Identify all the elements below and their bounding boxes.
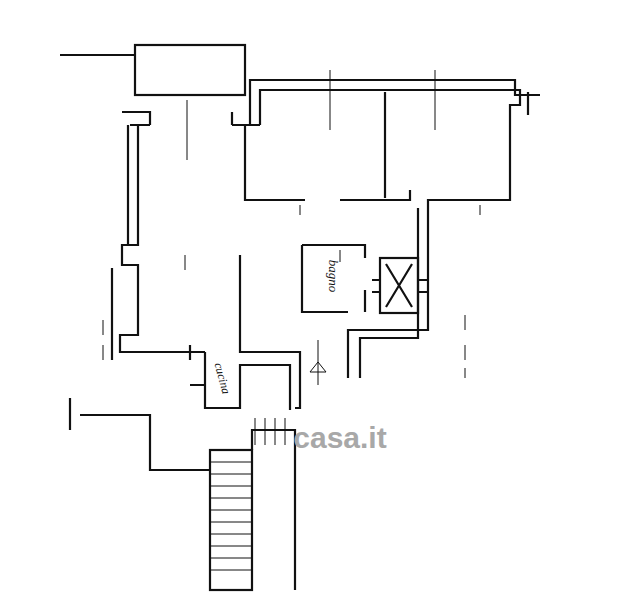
interior-wall (190, 345, 205, 385)
interior-wall (205, 352, 290, 410)
tick-mark (185, 70, 480, 270)
outer-wall (360, 208, 418, 378)
dashed-line (103, 315, 465, 378)
interior-wall (384, 92, 386, 198)
wall (122, 112, 232, 125)
outer-wall (260, 90, 520, 378)
stair-steps (210, 462, 252, 570)
outer-wall (120, 125, 205, 352)
room-name: cucina (211, 361, 234, 396)
stair-steps (255, 418, 285, 445)
bathroom-wall (302, 245, 365, 312)
stairwell-wall (252, 430, 295, 590)
outer-wall (112, 125, 128, 360)
lift-wall (372, 280, 428, 292)
stairs (210, 450, 252, 590)
outer-wall (250, 80, 540, 125)
lift-cross (386, 264, 412, 307)
lift-shaft (380, 258, 418, 313)
balcony (135, 45, 245, 95)
outside-wall (70, 398, 210, 470)
watermark: casa.it (293, 421, 386, 455)
room-name: bagno (325, 260, 341, 293)
entry-symbol (310, 340, 326, 385)
wall (60, 54, 135, 56)
